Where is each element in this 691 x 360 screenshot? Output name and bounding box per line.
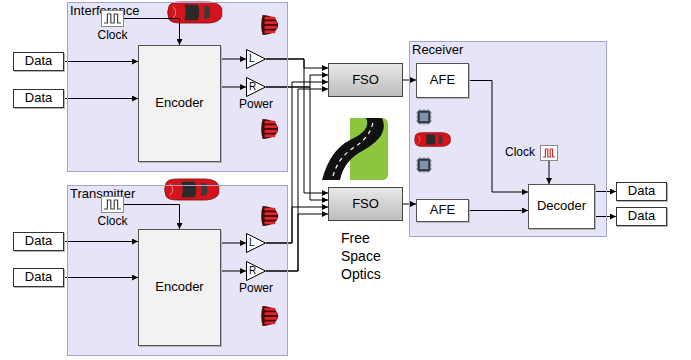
triangle-shape (247, 262, 266, 281)
group-panel: ReceiverAFE AFE ClockDecoder (409, 41, 607, 237)
signal-wire (469, 81, 528, 193)
fso-block: FSO (328, 187, 403, 221)
block-label: AFE (430, 203, 455, 218)
group-panel: TransmitterClockEncoderLRPower (67, 185, 288, 356)
block-caption: Clock (97, 215, 127, 229)
data-port: Data (13, 232, 64, 251)
triangle-shape (247, 234, 266, 253)
port-letter: L (249, 54, 255, 64)
taillight-icon (261, 15, 278, 35)
signal-wire (266, 89, 328, 271)
car-icon (168, 2, 222, 23)
signal-wire (595, 191, 616, 192)
signal-wire (221, 243, 246, 244)
signal-wire (266, 207, 328, 243)
caption-label: Free Space Optics (341, 229, 391, 283)
pulse-wave (104, 14, 121, 23)
clock-block: Clock (540, 145, 558, 161)
block-label: Data (25, 91, 52, 106)
panel-fill (67, 2, 288, 172)
signal-wire (64, 61, 138, 62)
pulse-symbol (541, 146, 557, 160)
signal-wire (266, 59, 328, 68)
data-port: Data (616, 182, 667, 201)
block-label: Encoder (155, 96, 203, 111)
block-caption: Clock (505, 146, 535, 160)
fso-block: FSO (328, 63, 403, 97)
block-label: Data (628, 184, 655, 199)
data-port: Data (616, 207, 667, 226)
signal-wire (266, 59, 328, 193)
block-label: Data (628, 209, 655, 224)
panel-fills (67, 2, 607, 356)
triangle-shape (247, 50, 266, 69)
block-label: Encoder (155, 280, 203, 295)
signal-wire (266, 82, 328, 243)
block-caption: Power (239, 98, 273, 112)
encoder-block: Encoder (138, 45, 221, 162)
data-port: Data (13, 52, 64, 71)
gain-triangle: RPower (246, 77, 266, 97)
panel-fill (67, 185, 288, 356)
clock-block: Clock (101, 10, 124, 27)
signal-wire (124, 205, 180, 230)
gain-triangle: RPower (246, 261, 266, 281)
pulse-wave (104, 200, 121, 209)
signal-wire (549, 161, 550, 184)
panel-title: Receiver (412, 43, 463, 58)
block-label: AFE (430, 73, 455, 88)
taillight-icon (261, 206, 278, 226)
gain-triangle: L (246, 49, 266, 69)
group-panel: InterferenceClockEncoderLRPower (67, 2, 288, 172)
process-box: Decoder (528, 184, 595, 229)
signal-wire (64, 98, 138, 99)
port-letter: L (249, 238, 255, 248)
signal-wire (266, 87, 328, 200)
port-letter: R (249, 82, 256, 92)
process-box: AFE (416, 199, 469, 222)
triangle-shape (247, 78, 266, 97)
block-label: FSO (352, 197, 379, 212)
signal-wire (595, 216, 616, 217)
taillight-icon (261, 306, 278, 326)
block-caption: Power (239, 282, 273, 296)
signal-wire (221, 87, 246, 88)
encoder-block: Encoder (138, 229, 221, 346)
block-label: Data (25, 234, 52, 249)
block-label: FSO (352, 73, 379, 88)
chip-icon (416, 109, 432, 125)
port-letter: R (249, 266, 256, 276)
signal-wire (469, 210, 528, 211)
panel-fill (409, 41, 607, 237)
signal-wire (221, 271, 246, 272)
car-icon (415, 133, 451, 147)
clock-block: Clock (101, 196, 124, 213)
pulse-symbol (102, 197, 123, 212)
data-port: Data (13, 89, 64, 108)
gain-triangle: L (246, 233, 266, 253)
data-port: Data (13, 268, 64, 287)
road-icon (322, 118, 388, 180)
block-label: Data (25, 270, 52, 285)
block-label: Data (25, 54, 52, 69)
taillight-icon (261, 119, 278, 139)
signal-wire (124, 19, 180, 46)
signal-wire (221, 59, 246, 60)
chip-icon (416, 157, 432, 173)
block-label: Decoder (537, 199, 586, 214)
pulse-wave (543, 149, 555, 157)
signal-wire (266, 214, 328, 271)
signal-wire (64, 277, 138, 278)
car-icon (165, 179, 219, 200)
signal-wire (266, 75, 328, 87)
pulse-symbol (102, 11, 123, 26)
signal-wire (64, 241, 138, 242)
block-caption: Clock (97, 29, 127, 43)
process-box: AFE (416, 63, 469, 98)
